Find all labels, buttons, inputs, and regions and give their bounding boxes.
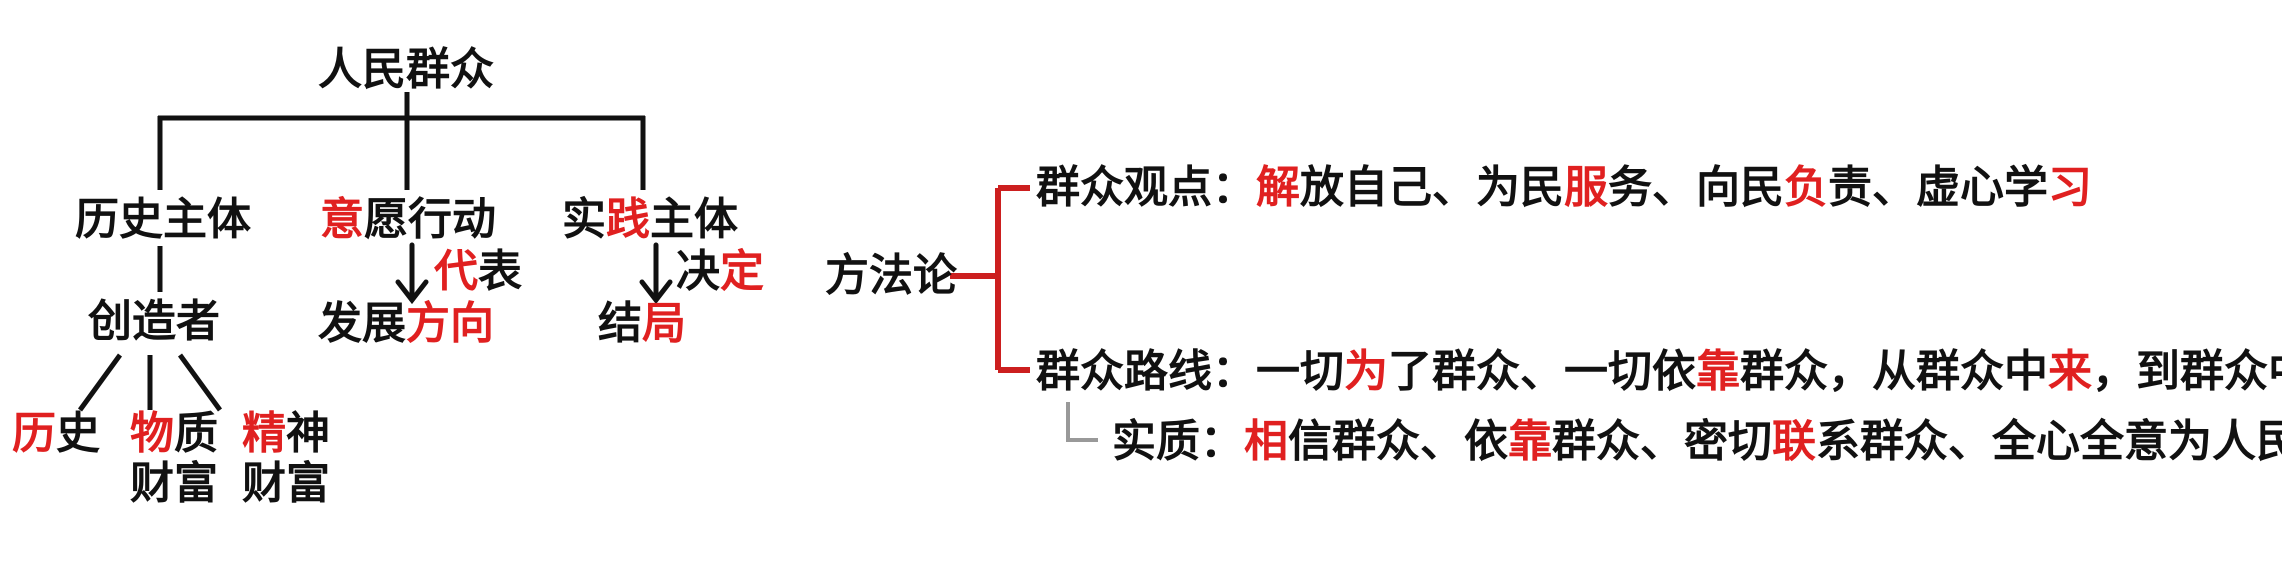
node-practice-b: 践: [606, 194, 650, 245]
node-direction: 发展方向: [318, 302, 494, 346]
leaf-spiritual-line2: 财富: [242, 458, 330, 509]
creators-to-spiritual: [177, 353, 223, 412]
essence-part-2: 靠: [1508, 416, 1552, 467]
node-history-subject: 历史主体: [75, 194, 251, 245]
mass-line-part-4: 群众，从群众中: [1740, 346, 2048, 397]
leaf-material-b: 质: [174, 408, 218, 459]
node-outcome-a: 结: [598, 298, 642, 349]
viewpoint-line: 群众观点：解放自己、为民服务、向民负责、虚心学习: [1036, 166, 2092, 210]
leaf-material-a: 物: [130, 408, 174, 459]
leaf-material-line2: 财富: [130, 458, 218, 509]
label-represent-a: 代: [434, 246, 478, 297]
arrow-practice-head: [639, 279, 673, 305]
label-decide: 决定: [676, 250, 764, 294]
mass-line-part-6: ，到群众中: [2092, 346, 2282, 397]
leaf-spiritual-a: 精: [242, 408, 286, 459]
mass-line-part-3: 靠: [1696, 346, 1740, 397]
leaf-spiritual-b: 神: [286, 408, 330, 459]
viewpoint-part-5: 责、虚心学: [1828, 162, 2048, 213]
mass-line-part-0: 一切: [1256, 346, 1344, 397]
label-decide-a: 决: [676, 246, 720, 297]
node-creators: 创造者: [88, 296, 220, 347]
essence-connector: [1066, 402, 1098, 442]
mass-line-title: 群众路线：: [1036, 346, 1256, 397]
node-direction-b: 方向: [406, 298, 494, 349]
viewpoint-title: 群众观点：: [1036, 162, 1256, 213]
method-label: 方法论: [825, 250, 957, 301]
essence-title: 实质：: [1112, 416, 1244, 467]
node-will-a: 意: [320, 194, 364, 245]
mass-line: 群众路线：一切为了群众、一切依靠群众，从群众中来，到群众中去: [1036, 350, 2282, 394]
essence-line: 实质：相信群众、依靠群众、密切联系群众、全心全意为人民服务: [1112, 420, 2282, 464]
mass-line-part-2: 了群众、一切依: [1388, 346, 1696, 397]
node-will-b: 愿行动: [364, 194, 496, 245]
label-represent-b: 表: [478, 246, 522, 297]
essence-part-1: 信群众、依: [1288, 416, 1508, 467]
viewpoint-part-6: 习: [2048, 162, 2092, 213]
label-represent: 代表: [434, 250, 522, 294]
essence-part-5: 系群众、全心全意为人民: [1816, 416, 2282, 467]
creators-to-history: [77, 353, 123, 412]
leaf-history: 历史: [12, 412, 100, 456]
node-direction-a: 发展: [318, 298, 406, 349]
essence-part-3: 群众、密切: [1552, 416, 1772, 467]
node-practice: 实践主体: [562, 198, 738, 242]
root-node: 人民群众: [318, 44, 494, 95]
leaf-material: 物质: [130, 412, 218, 456]
node-outcome-b: 局: [642, 298, 686, 349]
essence-part-4: 联: [1772, 416, 1816, 467]
mass-line-part-5: 来: [2048, 346, 2092, 397]
mass-line-part-1: 为: [1344, 346, 1388, 397]
viewpoint-part-3: 务、向民: [1608, 162, 1784, 213]
viewpoint-part-4: 负: [1784, 162, 1828, 213]
node-practice-a: 实: [562, 194, 606, 245]
leaf-history-a: 历: [12, 408, 56, 459]
essence-part-0: 相: [1244, 416, 1288, 467]
node-outcome: 结局: [598, 302, 686, 346]
viewpoint-part-2: 服: [1564, 162, 1608, 213]
arrow-will-head: [395, 279, 429, 305]
viewpoint-part-0: 解: [1256, 162, 1300, 213]
leaf-history-b: 史: [56, 408, 100, 459]
node-will: 意愿行动: [320, 198, 496, 242]
viewpoint-part-1: 放自己、为民: [1300, 162, 1564, 213]
leaf-spiritual: 精神: [242, 412, 330, 456]
label-decide-b: 定: [720, 246, 764, 297]
node-practice-c: 主体: [650, 194, 738, 245]
